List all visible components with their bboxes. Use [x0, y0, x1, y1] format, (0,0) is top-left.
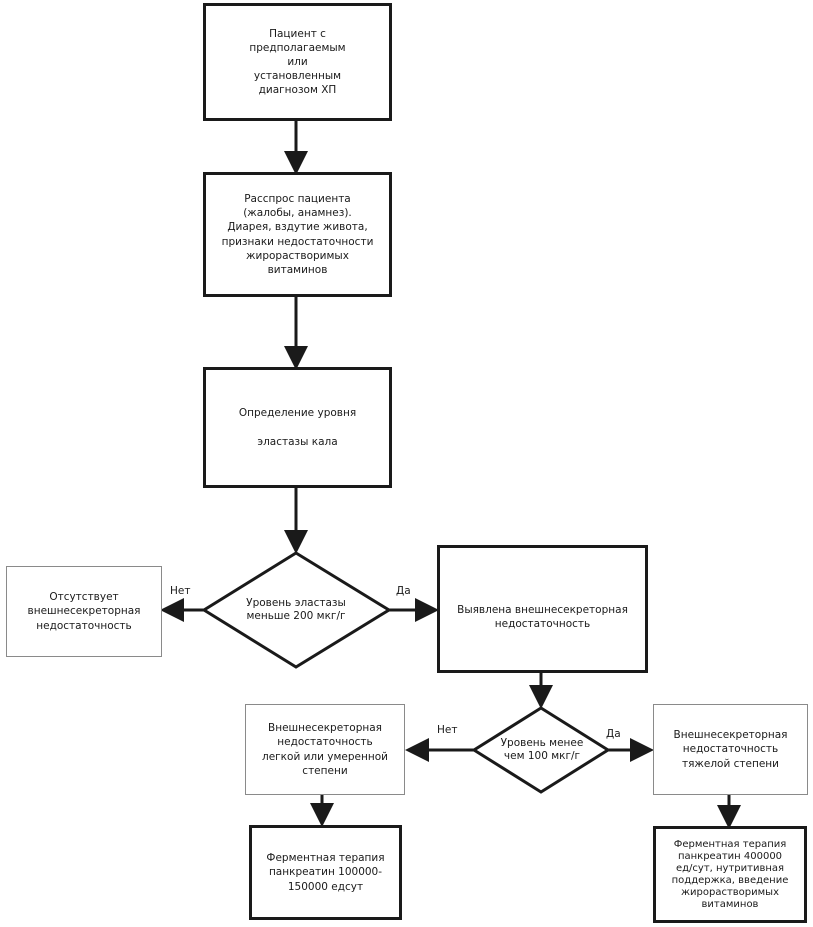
edge-label-yes-2: Да: [606, 728, 621, 740]
node-mild-text: Внешнесекреторная недостаточность легкой…: [261, 722, 388, 777]
decision-100-text: Уровень менее чем 100 мкг/г: [500, 736, 584, 762]
node-patient: Пациент с предполагаемым или установленн…: [203, 3, 392, 121]
node-absent: Отсутствует внешнесекреторная недостаточ…: [6, 566, 162, 657]
edge-label-no-2: Нет: [437, 724, 458, 736]
edge-label-yes-1: Да: [396, 585, 411, 597]
node-therapy-mild: Ферментная терапия панкреатин 100000- 15…: [249, 825, 402, 920]
node-elastase-test-text: Определение уровня эластазы кала: [238, 407, 357, 448]
node-therapy-severe: Ферментная терапия панкреатин 400000 ед/…: [653, 826, 807, 923]
node-detected: Выявлена внешнесекреторная недостаточнос…: [437, 545, 648, 673]
node-severe-text: Внешнесекреторная недостаточность тяжело…: [673, 729, 788, 770]
edge-label-no-1: Нет: [170, 585, 191, 597]
node-therapy-severe-text: Ферментная терапия панкреатин 400000 ед/…: [671, 838, 789, 910]
decision-diamond-elastase-200: [201, 551, 392, 669]
decision-diamond-elastase-100: [471, 706, 611, 794]
node-patient-text: Пациент с предполагаемым или установленн…: [249, 27, 346, 97]
node-elastase-test: Определение уровня эластазы кала: [203, 367, 392, 488]
node-mild: Внешнесекреторная недостаточность легкой…: [245, 704, 405, 795]
node-detected-text: Выявлена внешнесекреторная недостаточнос…: [457, 604, 628, 631]
node-therapy-mild-text: Ферментная терапия панкреатин 100000- 15…: [266, 852, 385, 893]
node-absent-text: Отсутствует внешнесекреторная недостаточ…: [27, 591, 141, 632]
decision-200-text: Уровень эластазы меньше 200 мкг/г: [246, 596, 346, 622]
node-severe: Внешнесекреторная недостаточность тяжело…: [653, 704, 808, 795]
node-anamnesis: Расспрос пациента (жалобы, анамнез). Диа…: [203, 172, 392, 297]
node-anamnesis-text: Расспрос пациента (жалобы, анамнез). Диа…: [221, 192, 374, 276]
